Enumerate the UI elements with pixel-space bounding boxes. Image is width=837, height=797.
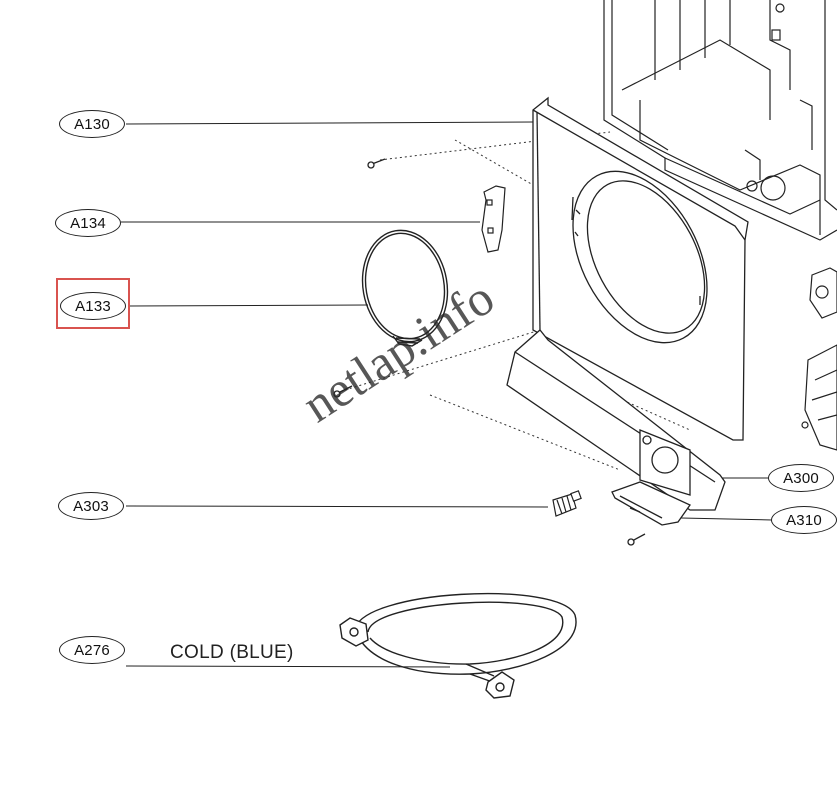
- part-label-a133[interactable]: A133: [60, 292, 126, 320]
- hinge-bracket: [481, 185, 506, 253]
- inlet-hose: [339, 592, 577, 699]
- spring-part: [552, 490, 582, 517]
- side-parts: [801, 267, 837, 451]
- part-label-a276[interactable]: A276: [59, 636, 125, 664]
- screw-middle: [333, 385, 353, 398]
- part-label-a300[interactable]: A300: [768, 464, 834, 492]
- screw-bottom: [627, 533, 646, 546]
- filter-door: [611, 481, 691, 526]
- part-label-a310[interactable]: A310: [771, 506, 837, 534]
- gasket-ring: [361, 229, 449, 347]
- part-label-a130[interactable]: A130: [59, 110, 125, 138]
- hose-note: COLD (BLUE): [170, 642, 294, 663]
- selection-highlight: [56, 278, 130, 329]
- front-panel: [532, 96, 749, 441]
- part-label-a134[interactable]: A134: [55, 209, 121, 237]
- screws: [333, 158, 646, 546]
- part-label-a303[interactable]: A303: [58, 492, 124, 520]
- screw-top: [367, 158, 386, 169]
- cabinet-frame: [603, 0, 837, 241]
- lower-panel: [506, 329, 726, 511]
